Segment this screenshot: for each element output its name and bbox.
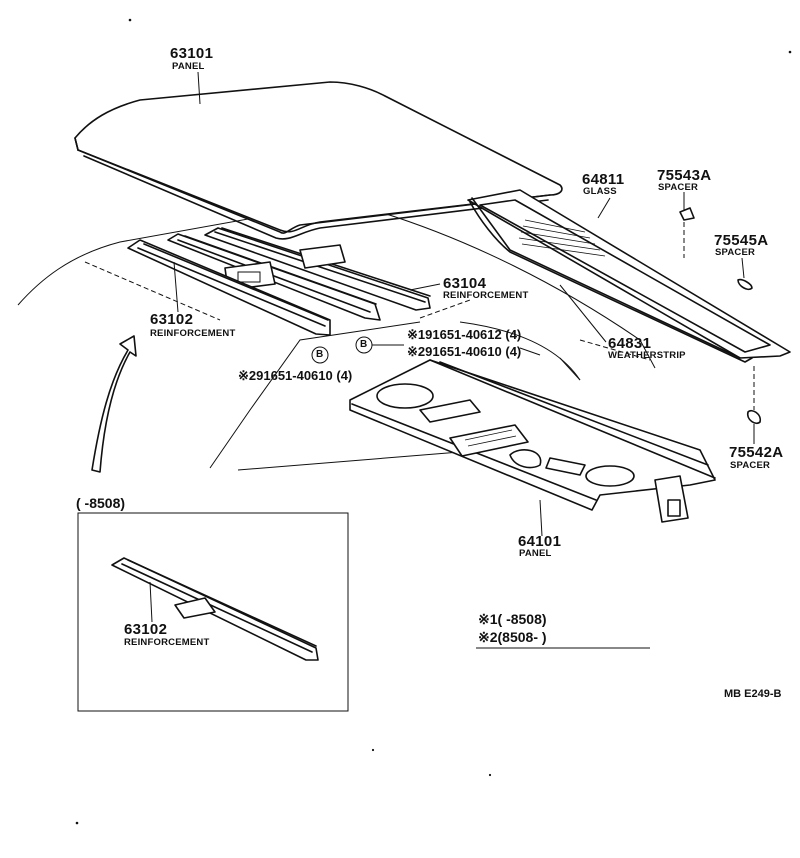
part-name-75542A: SPACER xyxy=(730,460,771,471)
back-glass-64811 xyxy=(467,189,791,363)
part-number-64811: 64811 xyxy=(582,171,625,188)
part-name-63104: REINFORCEMENT xyxy=(443,290,529,301)
part-number-64101: 64101 xyxy=(518,533,562,550)
fastener-label-3: ※291651-40610 (4) xyxy=(238,368,353,383)
front-direction-arrow xyxy=(91,335,137,473)
reinforcement-63102 xyxy=(127,239,331,336)
inset-part-name-63102: REINFORCEMENT xyxy=(124,637,210,648)
spacer-75545A xyxy=(737,278,753,291)
part-name-63102: REINFORCEMENT xyxy=(150,328,236,339)
part-number-75542A: 75542A xyxy=(729,444,784,461)
package-tray-panel-64101 xyxy=(349,359,716,523)
speck xyxy=(128,18,132,22)
speck xyxy=(75,821,79,825)
legend-note-1: ※1( -8508) xyxy=(478,611,547,627)
leader-lines xyxy=(173,71,755,537)
callout-b-2: B xyxy=(360,339,368,350)
part-number-75543A: 75543A xyxy=(657,167,712,184)
roof-panel-63101 xyxy=(74,81,563,240)
part-number-63101: 63101 xyxy=(170,45,214,62)
spacer-75543A xyxy=(679,207,695,258)
speck xyxy=(488,773,492,777)
spacer-75542A xyxy=(746,366,762,425)
fastener-callouts xyxy=(311,336,404,364)
part-name-64101: PANEL xyxy=(519,548,552,559)
diagram-code: MB E249-B xyxy=(724,688,782,700)
callout-b-1: B xyxy=(316,349,324,360)
part-name-64811: GLASS xyxy=(583,186,617,197)
part-number-75545A: 75545A xyxy=(714,232,769,249)
part-name-64831: WEATHERSTRIP xyxy=(608,350,686,361)
part-name-75543A: SPACER xyxy=(658,182,699,193)
body-outline xyxy=(17,211,656,471)
part-number-63102: 63102 xyxy=(150,311,194,328)
part-name-63101: PANEL xyxy=(172,61,205,72)
part-number-63104: 63104 xyxy=(443,275,487,292)
inset-range-label: ( -8508) xyxy=(76,495,126,511)
speck xyxy=(371,748,375,752)
part-name-75545A: SPACER xyxy=(715,247,756,258)
inset-part-number-63102: 63102 xyxy=(124,621,168,638)
fastener-label-2: ※291651-40610 (4) xyxy=(407,344,522,359)
fastener-label-1: ※191651-40612 (4) xyxy=(407,327,522,342)
reinforcement-63104 xyxy=(167,227,431,321)
inset-box xyxy=(77,512,349,712)
legend-note-2: ※2(8508- ) xyxy=(478,629,547,645)
part-number-64831: 64831 xyxy=(608,335,652,352)
speck xyxy=(788,50,792,54)
